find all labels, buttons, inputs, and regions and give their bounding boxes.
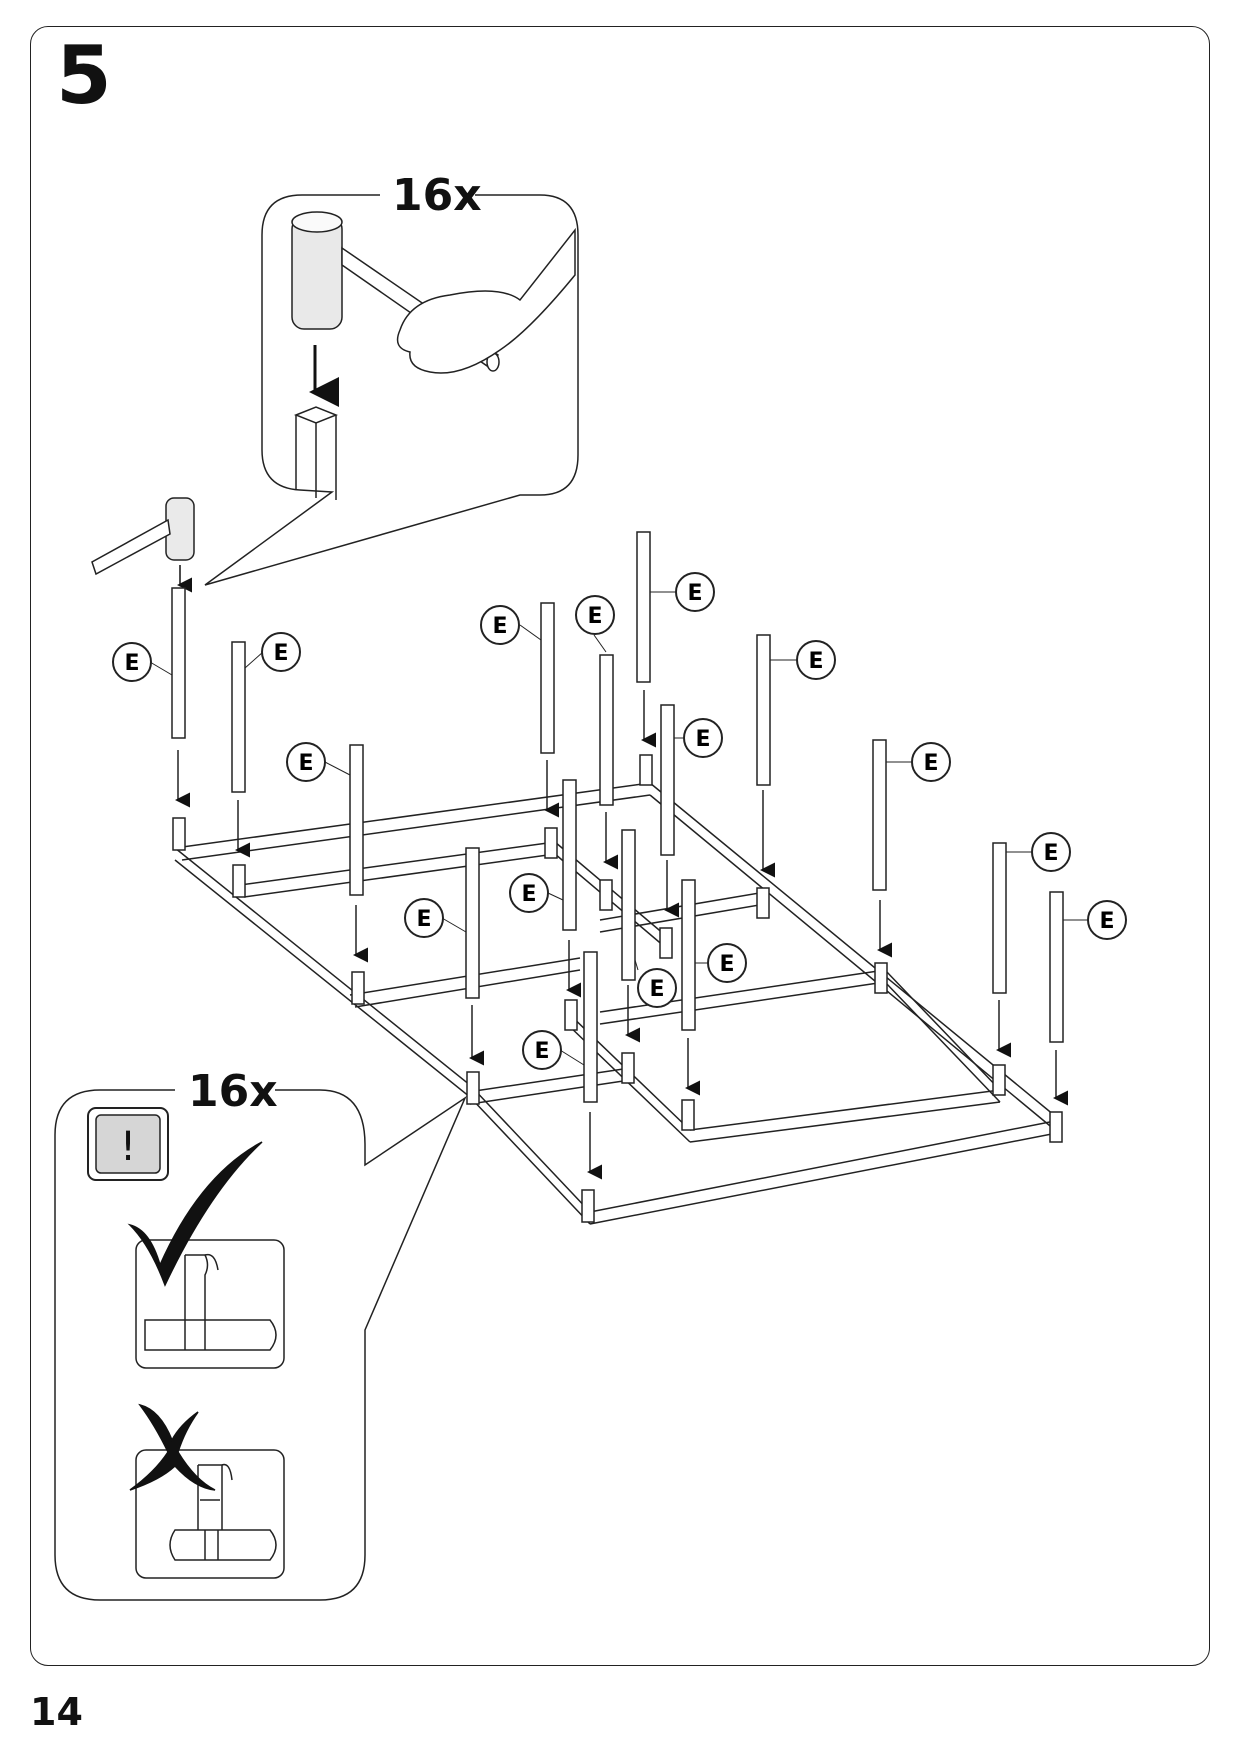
part-label-e: E — [587, 604, 602, 629]
label-e-7: E — [650, 572, 715, 612]
label-e-2: E — [244, 632, 301, 672]
warning-symbol: ! — [120, 1124, 136, 1170]
post-2 — [231, 641, 250, 858]
base-frame — [172, 754, 1063, 1225]
label-e-4: E — [404, 898, 467, 938]
label-e-8: E — [575, 595, 615, 653]
post-12 — [621, 829, 640, 1043]
post-11 — [562, 779, 581, 998]
post-9 — [660, 704, 679, 918]
label-e-6: E — [480, 605, 542, 645]
post-3 — [349, 744, 368, 963]
posts — [171, 531, 1068, 1180]
label-e-13: E — [695, 943, 747, 983]
socket-callout: 16x ! — [54, 1066, 467, 1601]
callout-bottom-quantity: 16x — [188, 1066, 278, 1117]
warning-icon: ! — [87, 1107, 169, 1181]
post-14 — [872, 739, 892, 958]
label-e-3: E — [286, 742, 351, 782]
label-e-14: E — [886, 742, 951, 782]
part-label-e: E — [695, 727, 710, 752]
label-e-5: E — [522, 1030, 585, 1070]
post-10 — [756, 634, 775, 878]
post-7 — [636, 531, 656, 748]
part-label-e: E — [923, 751, 938, 776]
label-e-16: E — [1063, 900, 1127, 940]
part-label-e: E — [273, 641, 288, 666]
part-label-e: E — [124, 651, 139, 676]
part-label-e: E — [808, 649, 823, 674]
part-label-e: E — [1099, 909, 1114, 934]
part-label-e: E — [719, 952, 734, 977]
post-13 — [681, 879, 700, 1096]
checkmark-icon — [127, 1141, 263, 1287]
instruction-frame — [30, 26, 1210, 1666]
label-e-11: E — [509, 873, 564, 913]
tube-detail — [293, 406, 339, 500]
part-labels: E E E E E E E E E E E E E E E E — [112, 572, 1127, 1070]
part-label-e: E — [416, 907, 431, 932]
incorrect-joint — [169, 1463, 277, 1561]
post-5 — [583, 951, 602, 1180]
label-e-10: E — [770, 640, 836, 680]
page-number: 14 — [30, 1690, 83, 1734]
part-label-e: E — [492, 614, 507, 639]
correct-joint — [144, 1253, 277, 1351]
callout-top-quantity: 16x — [392, 170, 482, 221]
label-e-1: E — [112, 642, 173, 682]
cross-icon — [129, 1403, 216, 1491]
label-e-12: E — [634, 959, 677, 1008]
hammer-icon — [291, 211, 576, 374]
post-16 — [1049, 891, 1068, 1106]
post-8 — [599, 654, 618, 870]
label-e-9: E — [674, 718, 723, 758]
post-4 — [465, 847, 484, 1066]
post-1 — [171, 587, 190, 808]
part-label-e: E — [298, 751, 313, 776]
part-label-e: E — [1043, 841, 1058, 866]
part-label-e: E — [649, 977, 664, 1002]
post-6 — [540, 602, 559, 818]
post-15 — [992, 842, 1011, 1058]
part-label-e: E — [687, 581, 702, 606]
part-label-e: E — [521, 882, 536, 907]
small-hammer-icon — [91, 497, 195, 593]
label-e-15: E — [1006, 832, 1071, 872]
part-label-e: E — [534, 1039, 549, 1064]
step-number: 5 — [56, 29, 112, 122]
hammer-callout: 16x — [204, 170, 579, 586]
